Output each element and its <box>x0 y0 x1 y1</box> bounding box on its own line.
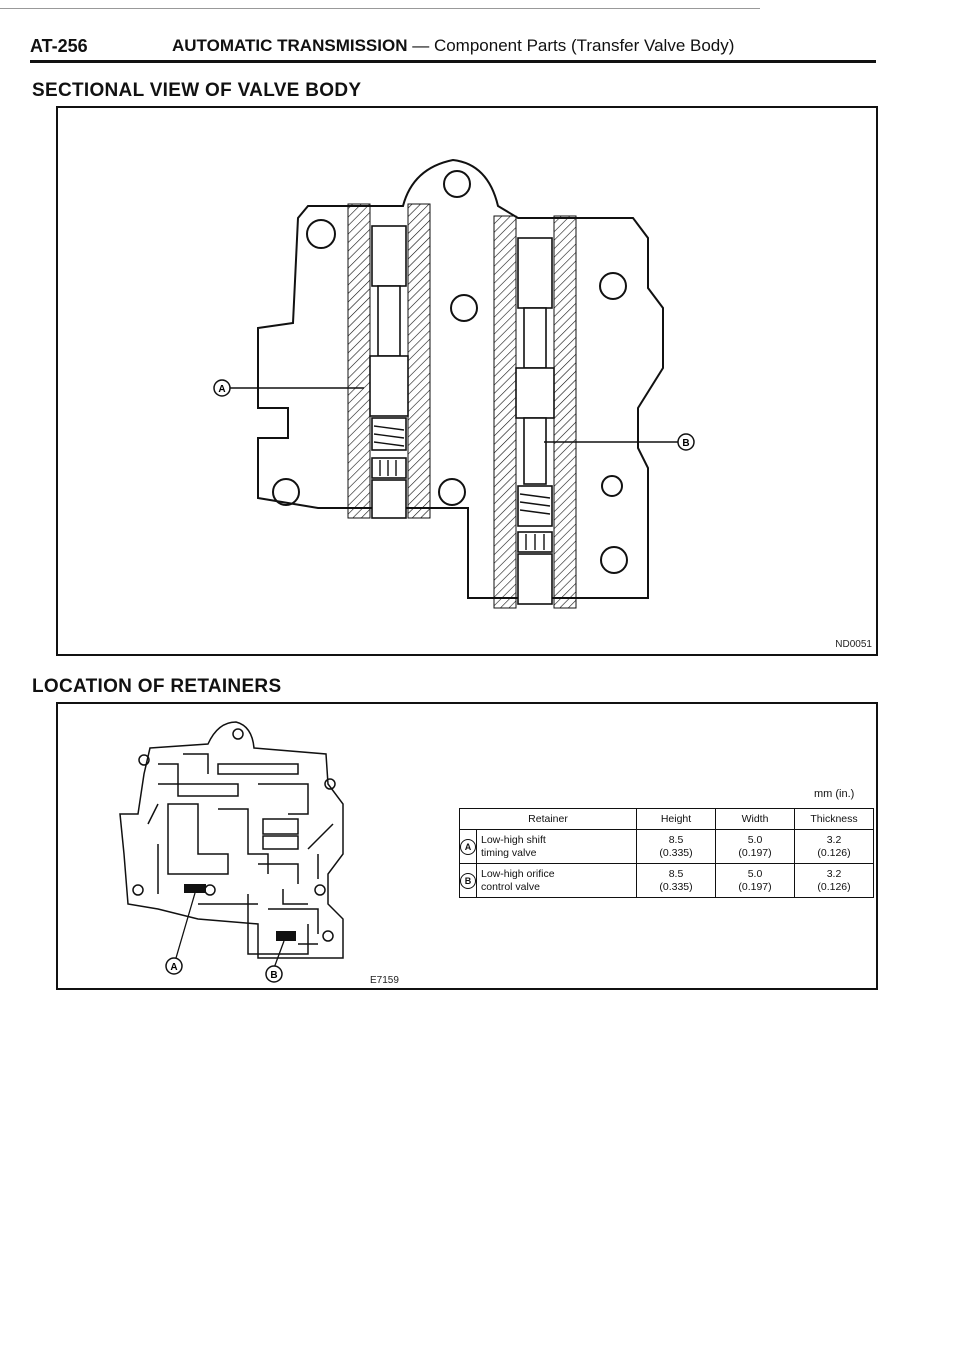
retainers-figure-code: E7159 <box>370 975 399 986</box>
retainer-name-line2: timing valve <box>481 846 537 859</box>
callout-b-label: B <box>682 438 689 449</box>
section-title: AUTOMATIC TRANSMISSION <box>172 36 408 55</box>
width-mm: 5.0 <box>747 833 763 846</box>
retainer-b-marker <box>276 931 296 941</box>
thickness-in: (0.126) <box>817 880 851 893</box>
height-in: (0.335) <box>659 846 693 859</box>
retainers-heading: LOCATION OF RETAINERS <box>32 676 282 697</box>
header-subtitle: Component Parts (Transfer Valve Body) <box>433 36 735 55</box>
thickness-cell: 3.2(0.126) <box>794 829 874 864</box>
retainer-callout-a-label: A <box>170 962 177 973</box>
height-cell: 8.5(0.335) <box>636 863 716 898</box>
valve-body-section-drawing: A B <box>213 158 695 609</box>
thickness-cell: 3.2(0.126) <box>794 863 874 898</box>
unit-note: mm (in.) <box>814 788 855 800</box>
header-thickness: Thickness <box>794 808 874 830</box>
sectional-figure-code: ND0051 <box>835 639 872 650</box>
retainer-name-line1: Low-high shift <box>481 833 546 846</box>
width-cell: 5.0(0.197) <box>715 863 795 898</box>
width-in: (0.197) <box>738 846 772 859</box>
header-retainer: Retainer <box>459 808 637 830</box>
row-mark: B <box>459 863 477 898</box>
height-cell: 8.5(0.335) <box>636 829 716 864</box>
page-number: AT-256 <box>30 36 88 56</box>
height-mm: 8.5 <box>668 867 684 880</box>
width-mm: 5.0 <box>747 867 763 880</box>
header-width: Width <box>715 808 795 830</box>
valve-body-plan-drawing: A B <box>119 721 344 983</box>
header-height: Height <box>636 808 716 830</box>
row-mark: A <box>459 829 477 864</box>
sectional-view-heading: SECTIONAL VIEW OF VALVE BODY <box>32 80 362 101</box>
retainer-name-line2: control valve <box>481 880 540 893</box>
width-cell: 5.0(0.197) <box>715 829 795 864</box>
retainer-name-line1: Low-high orifice <box>481 867 555 880</box>
height-mm: 8.5 <box>668 833 684 846</box>
retainers-figure: A B mm (in.) Retainer Height Width Thick… <box>56 702 878 990</box>
header-dash: — <box>412 36 430 55</box>
callout-a-label: A <box>218 384 225 395</box>
mark-a: A <box>460 838 476 855</box>
sectional-view-figure: A B ND0051 <box>56 106 878 656</box>
height-in: (0.335) <box>659 880 693 893</box>
header-title: AUTOMATIC TRANSMISSION — Component Parts… <box>172 36 734 56</box>
thickness-in: (0.126) <box>817 846 851 859</box>
retainer-table: Retainer Height Width Thickness A Low-hi… <box>459 808 874 898</box>
retainer-callout-b-label: B <box>270 970 277 981</box>
callout-a-marker <box>213 379 231 397</box>
page-header: AT-256 AUTOMATIC TRANSMISSION — Componen… <box>30 34 876 63</box>
retainer-a-marker <box>184 884 206 893</box>
mark-b: B <box>460 872 476 889</box>
callout-b-marker <box>677 433 695 451</box>
table-header-row: Retainer Height Width Thickness <box>459 808 874 830</box>
thickness-mm: 3.2 <box>826 833 842 846</box>
thickness-mm: 3.2 <box>826 867 842 880</box>
scan-edge-line <box>0 8 760 9</box>
width-in: (0.197) <box>738 880 772 893</box>
